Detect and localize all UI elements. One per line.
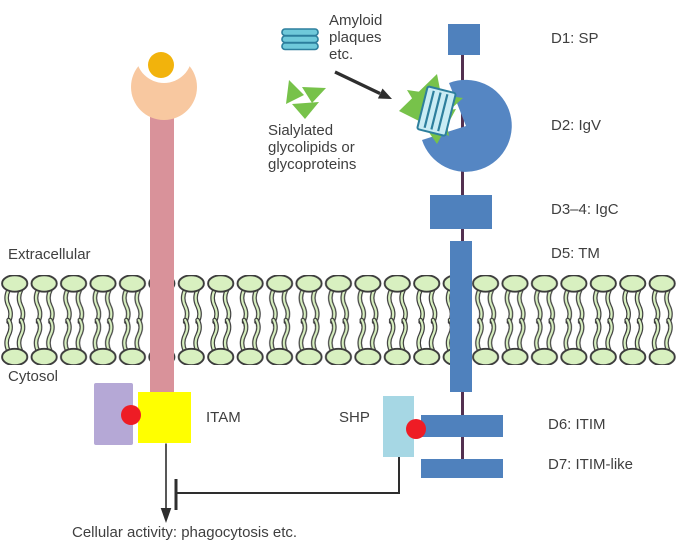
phospho-dot-icon	[121, 405, 141, 425]
activating-receptor-stalk	[150, 112, 174, 443]
domain-d1-sp-box	[448, 24, 480, 55]
extracellular-label: Extracellular	[8, 246, 91, 263]
itam-label: ITAM	[206, 409, 241, 426]
domain-label-d5: D5: TM	[551, 245, 600, 262]
domain-d5-tm-box	[450, 241, 472, 392]
sialylated-ligand-label: Sialylated glycolipids or glycoproteins	[268, 122, 357, 173]
domain-label-d2: D2: IgV	[551, 117, 602, 134]
sialylated-ligand-icon	[286, 80, 326, 119]
domain-label-d6: D6: ITIM	[548, 416, 606, 433]
domain-label-d3-4: D3–4: IgC	[551, 201, 619, 218]
bound-ligand-icon	[399, 74, 463, 144]
activation-arrow-icon	[160, 443, 172, 523]
inhibition-tbar-icon	[174, 457, 400, 510]
domain-d7-itim-like-box	[421, 459, 503, 478]
ligand-ball-icon	[148, 52, 174, 78]
amyloid-fibril-icon	[416, 85, 457, 137]
phospho-dot-icon	[406, 419, 426, 439]
adapter-protein-box	[94, 383, 133, 445]
domain-label-d1: D1: SP	[551, 30, 599, 47]
domain-d3-4-igc-box	[430, 195, 492, 229]
cellular-activity-label: Cellular activity: phagocytosis etc.	[72, 524, 298, 541]
amyloid-plaques-icon	[281, 28, 319, 51]
domain-d6-itim-box	[421, 415, 503, 437]
shp-label: SHP	[339, 409, 370, 426]
domain-label-d7: D7: ITIM-like	[548, 456, 634, 473]
amyloid-plaques-label: Amyloid plaques etc.	[329, 12, 383, 63]
domain-d2-igv-pacman	[422, 79, 512, 172]
binding-arrow-icon	[334, 70, 392, 99]
cytosol-label: Cytosol	[8, 368, 59, 385]
itam-domain-box	[138, 392, 191, 443]
plasma-membrane	[0, 275, 677, 365]
